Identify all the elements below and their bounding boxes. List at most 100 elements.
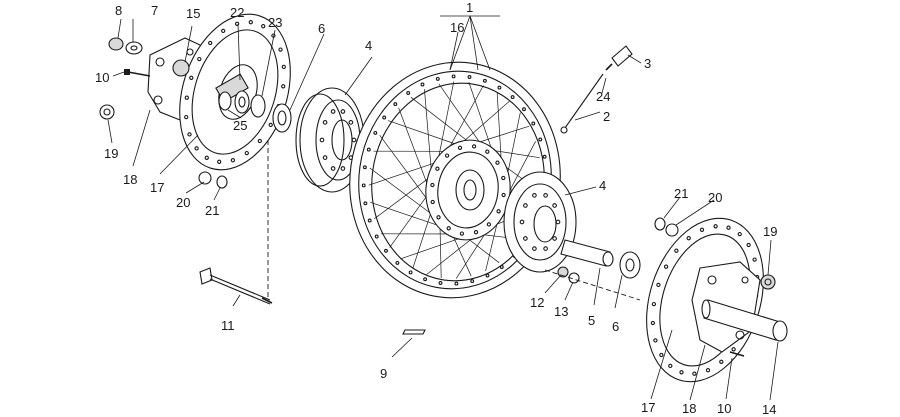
wheel-spoke (387, 120, 463, 147)
disc-hole (244, 150, 249, 156)
label-16: 16 (450, 20, 464, 35)
rim-hole (395, 260, 400, 265)
left-hub-bearing-stack (215, 73, 292, 133)
label-17-left: 17 (150, 180, 164, 195)
rim-hole (373, 130, 378, 135)
label-12: 12 (530, 295, 544, 310)
rim-hole (363, 201, 368, 206)
label-5: 5 (588, 313, 595, 328)
rim-hole (482, 78, 487, 83)
disc-hole (686, 236, 691, 241)
disc-hole (726, 225, 731, 230)
disc-hole (268, 122, 273, 128)
hub-hole (430, 199, 435, 205)
disc-hole (752, 257, 757, 262)
disc-hole (197, 56, 202, 62)
left-small-parts (99, 37, 228, 189)
label-4-left: 4 (365, 38, 372, 53)
disc-hole (208, 40, 213, 46)
label-17-right: 17 (641, 400, 655, 415)
label-3: 3 (644, 56, 651, 71)
rim-hole (423, 277, 428, 282)
disc-hole (663, 264, 669, 269)
flange-hole (322, 120, 328, 125)
hub-hole (457, 145, 463, 150)
disc-hole (719, 359, 724, 364)
disc-hole (234, 21, 240, 26)
flange-hole (555, 219, 561, 225)
disc-hole (278, 47, 283, 52)
rim-hole (497, 85, 502, 90)
right-spacer-bearing (557, 239, 641, 284)
label-18-left: 18 (123, 172, 137, 187)
hub-hole (436, 215, 441, 220)
left-hub-flange (295, 87, 365, 193)
disc-hole (713, 224, 718, 229)
rim-hole (408, 270, 413, 275)
disc-hole (230, 158, 236, 163)
label-10-right: 10 (717, 401, 731, 416)
label-1: 1 (466, 0, 473, 15)
rim-hole (366, 147, 371, 152)
flange-hole (340, 109, 346, 114)
disc-hole (650, 320, 656, 326)
rim-hole (362, 165, 367, 170)
hub-hole (496, 209, 501, 214)
flange-hole (552, 203, 557, 208)
label-25: 25 (233, 118, 247, 133)
label-2: 2 (603, 109, 610, 124)
hub-hole (473, 230, 479, 235)
rim-hole (393, 102, 398, 107)
disc-hole (261, 24, 266, 29)
rim-hole (454, 281, 459, 286)
part-labels: 1 16 2 3 24 4 4 5 6 6 7 8 9 10 10 11 12 … (95, 0, 777, 417)
disc-hole (257, 138, 262, 144)
small-key (402, 329, 426, 335)
hub-hole (485, 149, 490, 154)
disc-hole (221, 28, 226, 34)
disc-hole (194, 146, 199, 151)
label-23: 23 (268, 15, 282, 30)
disc-hole (217, 159, 222, 164)
label-9: 9 (380, 366, 387, 381)
hub-hole (495, 160, 500, 165)
disc-hole (184, 95, 189, 100)
rim-hole (467, 75, 472, 79)
leader-lines (107, 15, 779, 401)
label-21-left: 21 (205, 203, 219, 218)
hub-hole (471, 144, 477, 149)
flange-hole (330, 109, 336, 114)
hub-hole (430, 182, 435, 188)
hub-hole (444, 153, 450, 158)
disc-hole (651, 301, 657, 307)
rim-hole (470, 279, 475, 284)
disc-hole (204, 155, 209, 160)
rim-hole (451, 74, 456, 79)
rim-hole (510, 95, 515, 100)
flange-hole (543, 246, 548, 251)
hub-hole (501, 175, 506, 181)
flange-hole (532, 193, 537, 198)
disc-hole (653, 338, 658, 343)
label-13: 13 (554, 304, 568, 319)
rim-hole (382, 115, 387, 120)
label-22: 22 (230, 5, 244, 20)
label-19-left: 19 (104, 146, 118, 161)
disc-hole (189, 75, 194, 80)
label-24: 24 (596, 89, 610, 104)
label-21-right: 21 (674, 186, 688, 201)
rim-hole (538, 137, 543, 142)
flange-hole (340, 166, 346, 171)
rim-hole (522, 107, 526, 112)
flange-hole (552, 236, 557, 241)
disc-hole (184, 114, 189, 120)
flange-hole (523, 203, 528, 208)
flange-hole (523, 236, 528, 241)
label-6-right: 6 (612, 319, 619, 334)
disc-hole (659, 352, 664, 358)
rim-hole (406, 91, 411, 95)
disc-hole (674, 248, 679, 253)
disc-hole (746, 242, 751, 248)
